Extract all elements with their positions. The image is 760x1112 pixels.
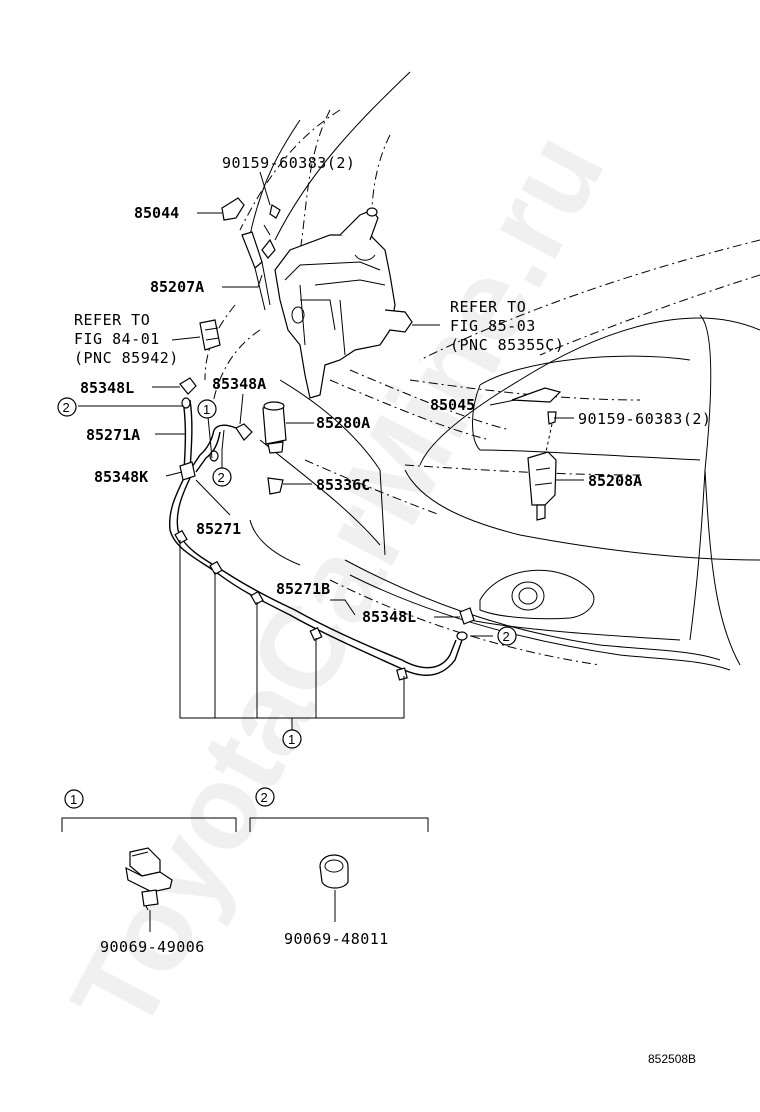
hose-joint-l-top xyxy=(179,377,197,395)
label-actuator-left: 85207A xyxy=(150,278,204,296)
label-hose: 85271 xyxy=(196,520,241,538)
svg-text:2: 2 xyxy=(261,790,268,805)
headlamp-cleaner-cover-right xyxy=(511,387,562,403)
svg-text:1: 1 xyxy=(203,402,210,417)
cleaner-actuator-left xyxy=(241,204,281,311)
figure-code: 852508B xyxy=(648,1052,696,1066)
svg-text:1: 1 xyxy=(288,732,295,747)
hose-joint-l-bottom xyxy=(459,607,475,625)
label-refer-right-3: (PNC 85355C) xyxy=(450,336,564,354)
label-clamp-2-part: 90069-48011 xyxy=(284,930,389,948)
label-bolt-right: 90159-60383(2) xyxy=(578,410,711,428)
label-refer-left-1: REFER TO xyxy=(74,311,150,329)
label-refer-right-2: FIG 85-03 xyxy=(450,317,536,335)
callout-2-mid: 2 xyxy=(212,467,232,487)
callout-2-left: 2 xyxy=(57,397,77,417)
label-hose-a: 85271A xyxy=(86,426,140,444)
label-joint-l-bottom: 85348L xyxy=(362,608,416,626)
check-valve xyxy=(267,477,284,495)
label-refer-left-2: FIG 84-01 xyxy=(74,330,160,348)
leader-lines xyxy=(78,171,584,730)
svg-text:2: 2 xyxy=(503,629,510,644)
callout-2-right: 2 xyxy=(497,626,517,646)
callout-1-upper: 1 xyxy=(197,399,217,419)
label-joint-l-top: 85348L xyxy=(80,379,134,397)
headlamp-cleaner-cover-left xyxy=(221,197,245,221)
clamp-bottom-right xyxy=(456,631,468,641)
label-joint-a: 85348A xyxy=(212,375,266,393)
refer-part-left xyxy=(199,319,221,351)
label-clamp-1-part: 90069-49006 xyxy=(100,938,205,956)
washer-pump xyxy=(262,401,287,454)
svg-text:2: 2 xyxy=(218,470,225,485)
label-hose-b: 85271B xyxy=(276,580,330,598)
callout-1-bottom: 1 xyxy=(282,729,302,749)
label-bolt-top: 90159-60383(2) xyxy=(222,154,355,172)
hose-joint-a xyxy=(235,423,253,441)
label-actuator-right: 85208A xyxy=(588,472,642,490)
svg-text:2: 2 xyxy=(63,400,70,415)
hose-joint-k xyxy=(179,461,196,481)
legend-clamp-2: 2 90069-48011 xyxy=(249,787,429,948)
label-refer-right-1: REFER TO xyxy=(450,298,526,316)
cleaner-actuator-right xyxy=(527,411,557,521)
label-pump: 85280A xyxy=(316,414,370,432)
clamp-left-top xyxy=(181,397,191,409)
label-cover-left: 85044 xyxy=(134,204,179,222)
label-cover-right: 85045 xyxy=(430,396,475,414)
vehicle-body-outline xyxy=(204,71,760,671)
washer-tank xyxy=(274,207,413,399)
label-joint-k: 85348K xyxy=(94,468,148,486)
label-refer-left-3: (PNC 85942) xyxy=(74,349,179,367)
hose-clamps xyxy=(174,529,408,681)
label-check-valve: 85336C xyxy=(316,476,370,494)
legend-clamp-1: 1 90069-49006 xyxy=(61,789,237,956)
svg-text:1: 1 xyxy=(70,792,77,807)
